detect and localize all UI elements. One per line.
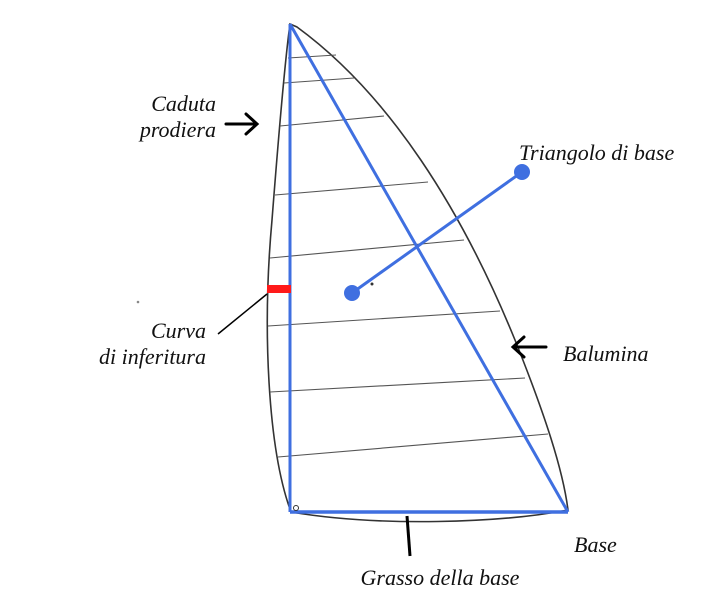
curva-line1: Curva — [151, 318, 206, 343]
curva-pointer-line — [217, 293, 268, 335]
base-triangle — [288, 23, 570, 514]
caduta-prodiera-label: Caduta prodiera — [100, 91, 216, 143]
sail-battens — [267, 54, 549, 458]
triangolo-di-base-label: Triangolo di base — [519, 140, 675, 165]
base-label: Base — [574, 532, 617, 557]
caduta-arrow — [224, 112, 260, 136]
center-dot-small — [370, 282, 374, 286]
caduta-line1: Caduta — [151, 91, 216, 116]
curva-di-inferitura-label: Curva di inferitura — [40, 318, 206, 370]
triangle-callout-dot-end — [514, 164, 530, 180]
stray-dot — [136, 300, 140, 304]
luff-curve-marker — [267, 285, 291, 293]
sail-outline — [266, 22, 569, 523]
triangle-callout-dot-start — [344, 285, 360, 301]
caduta-line2: prodiera — [139, 117, 216, 142]
clew-dot — [293, 505, 299, 511]
curva-line2: di inferitura — [99, 344, 206, 369]
grasso-della-base-label: Grasso della base — [360, 565, 520, 590]
grasso-pointer-line — [405, 515, 412, 557]
triangle-callout-line — [351, 170, 523, 295]
balumina-arrow — [510, 335, 548, 359]
balumina-label: Balumina — [563, 341, 649, 366]
